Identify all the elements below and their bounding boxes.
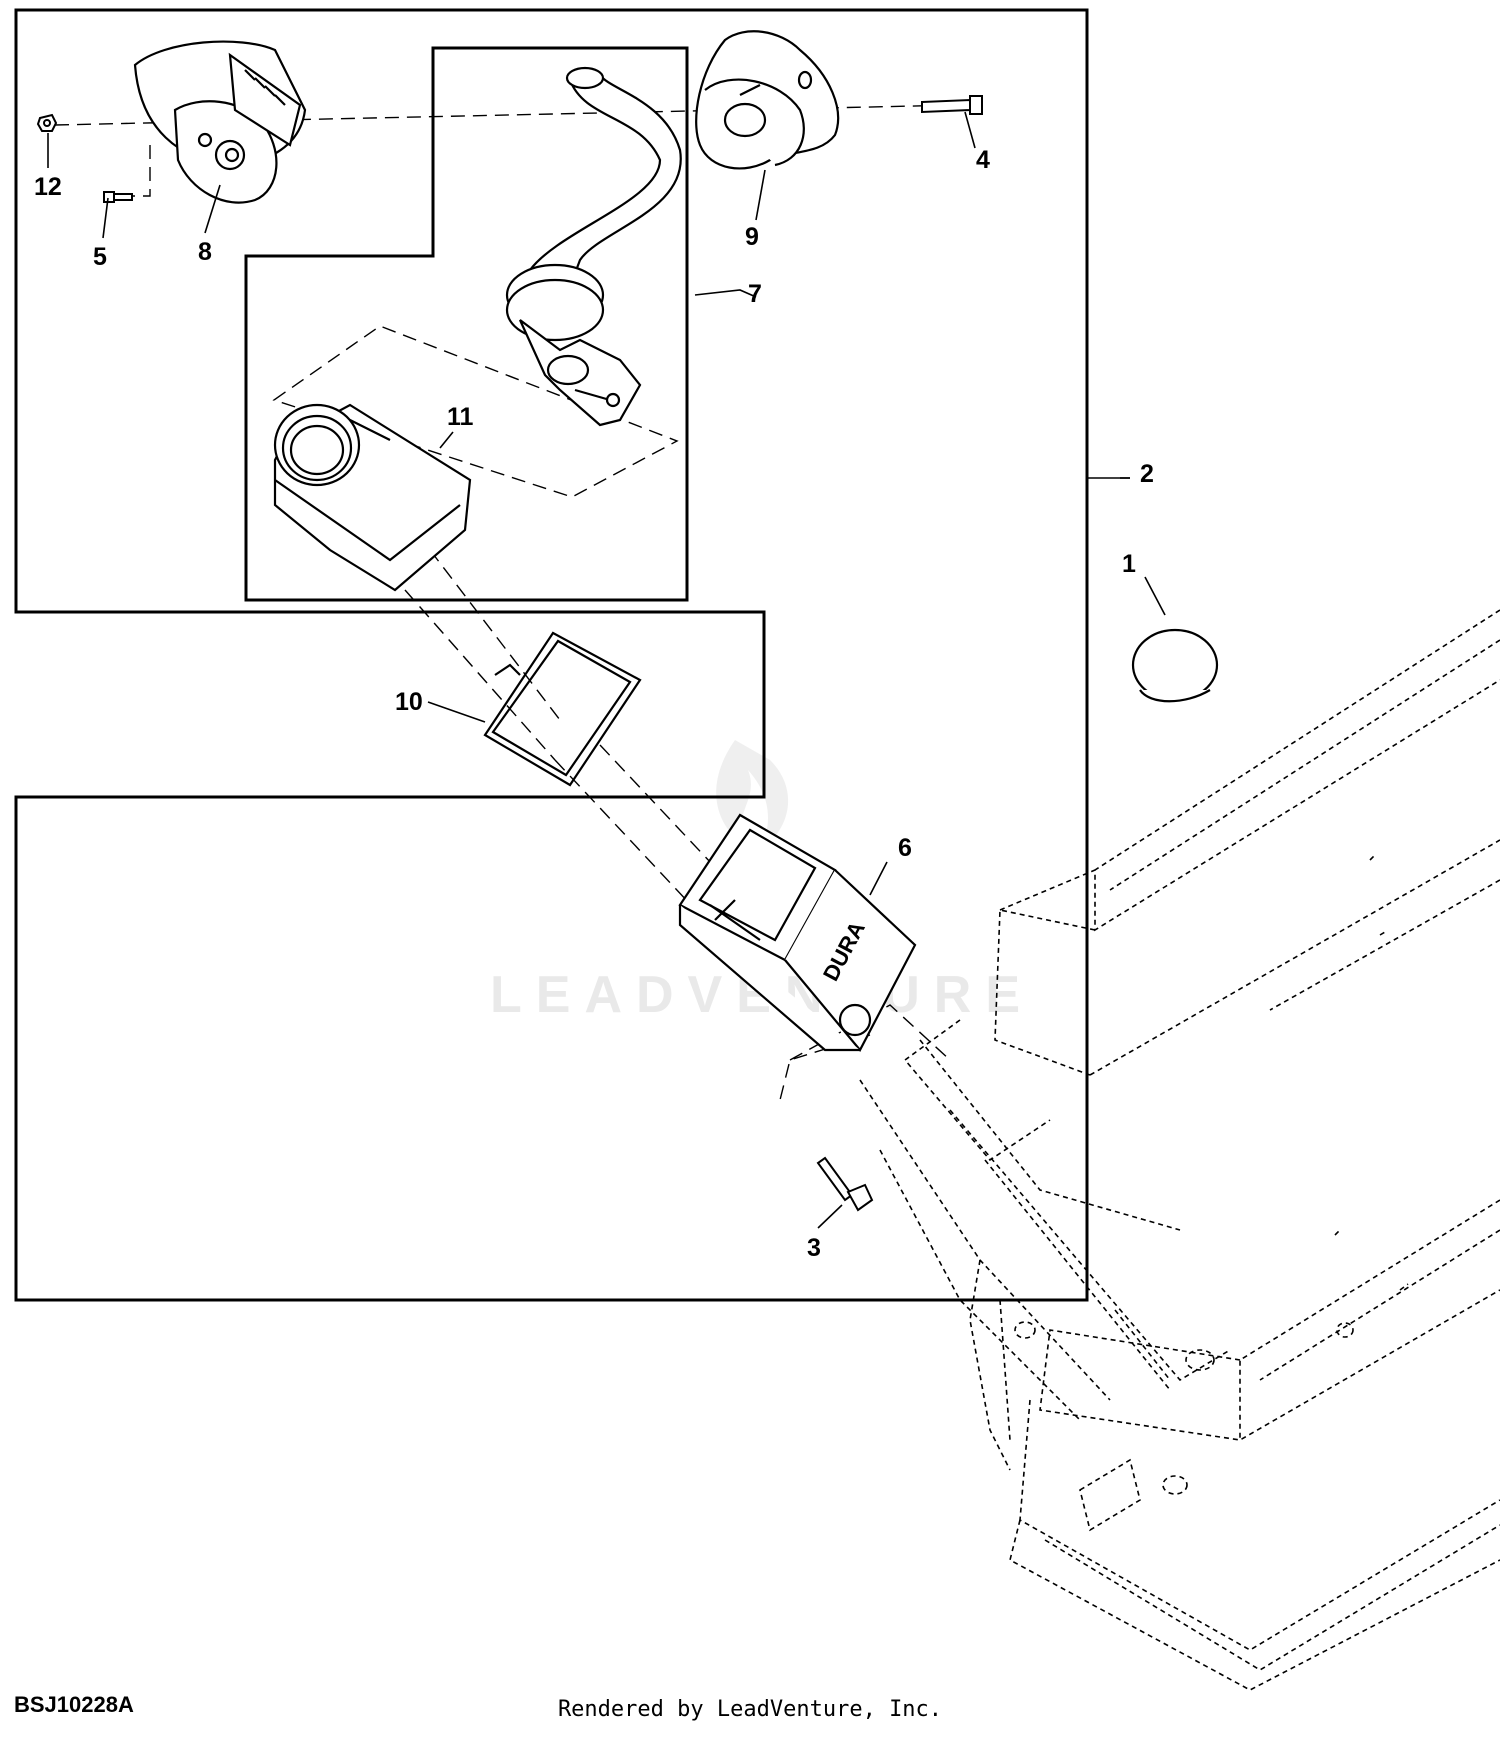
callout-10: 10 <box>395 688 423 716</box>
callout-5: 5 <box>93 243 107 271</box>
part-7-tube <box>505 66 682 427</box>
leader-lines <box>47 111 1166 1229</box>
part-6-housing: DURA <box>678 813 917 1052</box>
part-8-housing <box>133 40 307 204</box>
kit-outline-2 <box>14 8 1089 1302</box>
part-12-nut <box>36 113 58 132</box>
kit-boundary-lines <box>14 8 1089 1302</box>
part-5-screw <box>103 191 133 203</box>
callout-3: 3 <box>807 1234 821 1262</box>
figure-id: BSJ10228A <box>14 1692 134 1717</box>
callout-9: 9 <box>745 223 759 251</box>
callout-6: 6 <box>898 834 912 862</box>
part-1-plug <box>1131 628 1219 703</box>
callout-12: 12 <box>34 173 62 201</box>
callout-1: 1 <box>1122 550 1136 578</box>
callout-8: 8 <box>198 238 212 266</box>
kit-outline-7 <box>244 46 689 602</box>
part-4-bolt <box>921 95 983 115</box>
render-credit: Rendered by LeadVenture, Inc. <box>557 1697 943 1722</box>
part-10-gasket <box>483 631 642 787</box>
callout-2: 2 <box>1140 460 1154 488</box>
part-9-cover <box>695 30 840 170</box>
callouts: 1 2 3 4 5 6 7 8 9 10 11 12 <box>34 146 1154 1262</box>
machine-frame-background <box>859 609 1500 1691</box>
callout-11: 11 <box>447 403 474 431</box>
callout-4: 4 <box>976 146 990 174</box>
part-3-bolt <box>816 1156 874 1212</box>
callout-7: 7 <box>748 280 762 308</box>
part-11-filter <box>273 403 472 592</box>
